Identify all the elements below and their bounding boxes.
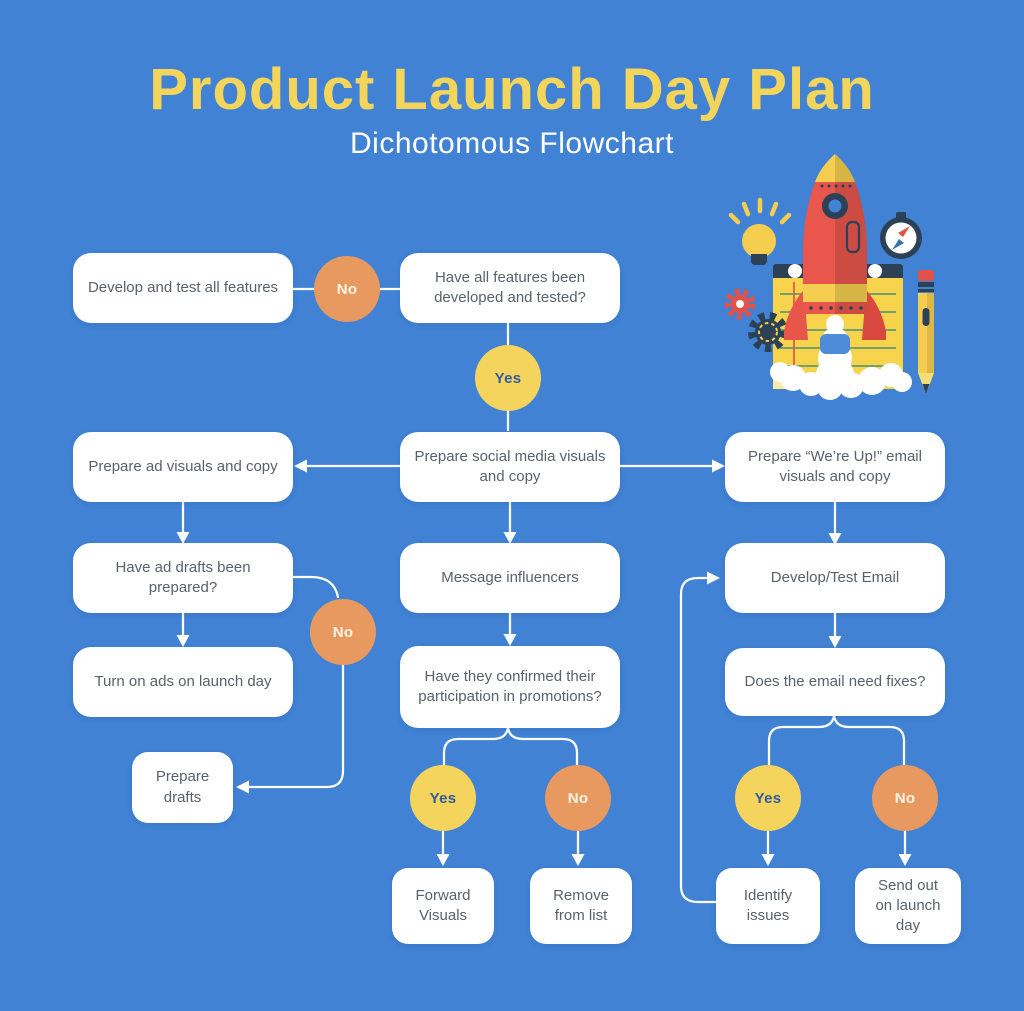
- badge-label: No: [894, 789, 916, 807]
- badge-no-confirmed: No: [545, 765, 611, 831]
- lightbulb-icon: [728, 197, 792, 265]
- connector-fixesq-no: [832, 714, 906, 768]
- node-prepare-ad-visuals: Prepare ad visuals and copy: [73, 432, 293, 502]
- arrowhead-ad-draftsq: [176, 532, 190, 544]
- arrowhead-influencers-confirmedq: [503, 634, 517, 646]
- page-title: Product Launch Day Plan: [149, 57, 875, 122]
- node-label: Turn on ads on launch day: [94, 672, 272, 690]
- badge-label: Yes: [494, 369, 522, 387]
- badge-yes-fixes: Yes: [735, 765, 801, 831]
- smoke-clouds: [770, 362, 912, 400]
- node-features-developed-question: Have all features been developed and tes…: [400, 253, 620, 323]
- arrowhead-no-sendout: [898, 854, 912, 866]
- badge-label: No: [332, 623, 354, 641]
- node-label: Send out on launch day: [875, 876, 941, 935]
- connector-no-preparedrafts: [247, 663, 345, 789]
- badge-no-features: No: [314, 256, 380, 322]
- arrowhead-email-devtest: [828, 533, 842, 545]
- connector-identify-devtest-feedback: [679, 576, 719, 904]
- node-label: Have they confirmed their participation …: [418, 667, 602, 705]
- badge-label: No: [336, 280, 358, 298]
- arrowhead-social-email: [712, 459, 725, 473]
- badge-no-ad-drafts: No: [310, 599, 376, 665]
- node-label: Message influencers: [441, 568, 579, 586]
- badge-yes-features: Yes: [475, 345, 541, 411]
- node-identify-issues: Identify issues: [716, 868, 820, 944]
- page-subtitle: Dichotomous Flowchart: [350, 127, 674, 160]
- node-label: Prepare drafts: [155, 768, 210, 806]
- pencil-icon: [918, 270, 934, 394]
- arrowhead-no-preparedrafts: [236, 780, 249, 794]
- node-confirmed-participation-question: Have they confirmed their participation …: [400, 646, 620, 728]
- compass-icon: [880, 212, 922, 259]
- node-remove-from-list: Remove from list: [530, 868, 632, 944]
- badge-label: No: [567, 789, 589, 807]
- node-develop-test-email: Develop/Test Email: [725, 543, 945, 613]
- node-label: Develop/Test Email: [770, 568, 900, 586]
- node-label: Remove from list: [553, 886, 609, 924]
- rocket-illustration: [724, 154, 934, 400]
- node-prepare-email-visuals: Prepare “We’re Up!” email visuals and co…: [725, 432, 945, 502]
- connector-draftsq-no: [291, 575, 340, 599]
- node-label: Have ad drafts been prepared?: [115, 558, 251, 596]
- badge-yes-confirmed: Yes: [410, 765, 476, 831]
- node-prepare-social-visuals: Prepare social media visuals and copy: [400, 432, 620, 502]
- arrowhead-social-ad: [294, 459, 307, 473]
- arrowhead-yes-identify: [761, 854, 775, 866]
- node-forward-visuals: Forward Visuals: [392, 868, 494, 944]
- node-turn-on-ads: Turn on ads on launch day: [73, 647, 293, 717]
- node-develop-test-features: Develop and test all features: [73, 253, 293, 323]
- node-label: Identify issues: [743, 886, 793, 924]
- badge-no-fixes: No: [872, 765, 938, 831]
- node-ad-drafts-question: Have ad drafts been prepared?: [73, 543, 293, 613]
- gear-icon: [724, 288, 756, 320]
- node-label: Have all features been developed and tes…: [434, 268, 586, 306]
- arrowhead-social-influencers: [503, 532, 517, 544]
- arrowhead-identify-devtest: [707, 571, 720, 585]
- node-label: Prepare social media visuals and copy: [414, 447, 606, 485]
- connector-confirmedq-no: [506, 726, 579, 768]
- node-prepare-drafts: Prepare drafts: [132, 752, 233, 823]
- connector-fixesq-yes: [767, 714, 836, 768]
- arrowhead-devtest-fixesq: [828, 636, 842, 648]
- arrowhead-draftsq-turnon: [176, 635, 190, 647]
- node-send-out-launch-day: Send out on launch day: [855, 868, 961, 944]
- node-label: Develop and test all features: [87, 278, 279, 296]
- badge-label: Yes: [429, 789, 457, 807]
- node-label: Does the email need fixes?: [744, 672, 926, 690]
- node-label: Forward Visuals: [415, 886, 471, 924]
- arrowhead-no-remove: [571, 854, 585, 866]
- connector-confirmedq-yes: [442, 726, 510, 768]
- node-label: Prepare ad visuals and copy: [88, 457, 278, 475]
- badge-label: Yes: [754, 789, 782, 807]
- node-message-influencers: Message influencers: [400, 543, 620, 613]
- node-label: Prepare “We’re Up!” email visuals and co…: [748, 447, 922, 485]
- arrowhead-yes-forward: [436, 854, 450, 866]
- node-email-fixes-question: Does the email need fixes?: [725, 648, 945, 716]
